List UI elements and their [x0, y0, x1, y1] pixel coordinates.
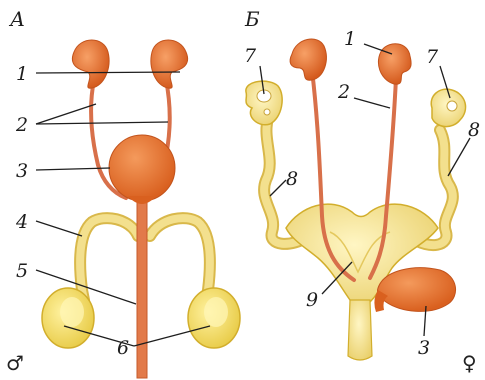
bladder-male: [109, 135, 175, 201]
label-bladder-female: 3: [418, 337, 430, 359]
label-ovary-left: 7: [244, 45, 257, 67]
male-symbol: ♂: [6, 351, 24, 375]
panel-female: Б 1: [244, 7, 480, 375]
leader-ureter-female: [354, 98, 390, 108]
urethra-male: [137, 200, 147, 378]
panel-title-male: А: [8, 7, 25, 31]
kidney-left-male: [72, 40, 109, 88]
leader-vas-deferens: [36, 221, 82, 236]
leader-ureter-male-a: [36, 104, 96, 124]
panel-title-female: Б: [244, 7, 260, 31]
label-testis: 6: [117, 337, 129, 359]
kidney-right-male: [151, 40, 188, 88]
label-ureter-female: 2: [337, 81, 350, 103]
panel-male: А 1 2 3 4 5 6: [6, 7, 240, 378]
female-symbol: ♀: [462, 351, 477, 375]
label-vas-deferens: 4: [15, 211, 28, 233]
label-uterus: 9: [306, 289, 318, 311]
kidney-right-female: [378, 44, 411, 84]
label-oviduct-right: 8: [468, 119, 480, 141]
leader-ureter-male-b: [36, 122, 168, 124]
leader-oviduct-right: [448, 138, 470, 176]
label-oviduct-left: 8: [286, 168, 298, 190]
label-ureter-male: 2: [15, 114, 28, 136]
label-ovary-right: 7: [426, 46, 439, 68]
ovary-left: [246, 81, 282, 125]
bladder-female: [377, 268, 455, 312]
leader-oviduct-left: [270, 180, 286, 196]
label-bladder-male: 3: [16, 160, 28, 182]
kidney-left-female: [290, 39, 326, 80]
label-kidney-male: 1: [16, 63, 28, 85]
label-urethra: 5: [16, 260, 28, 282]
label-kidney-female: 1: [344, 28, 356, 50]
